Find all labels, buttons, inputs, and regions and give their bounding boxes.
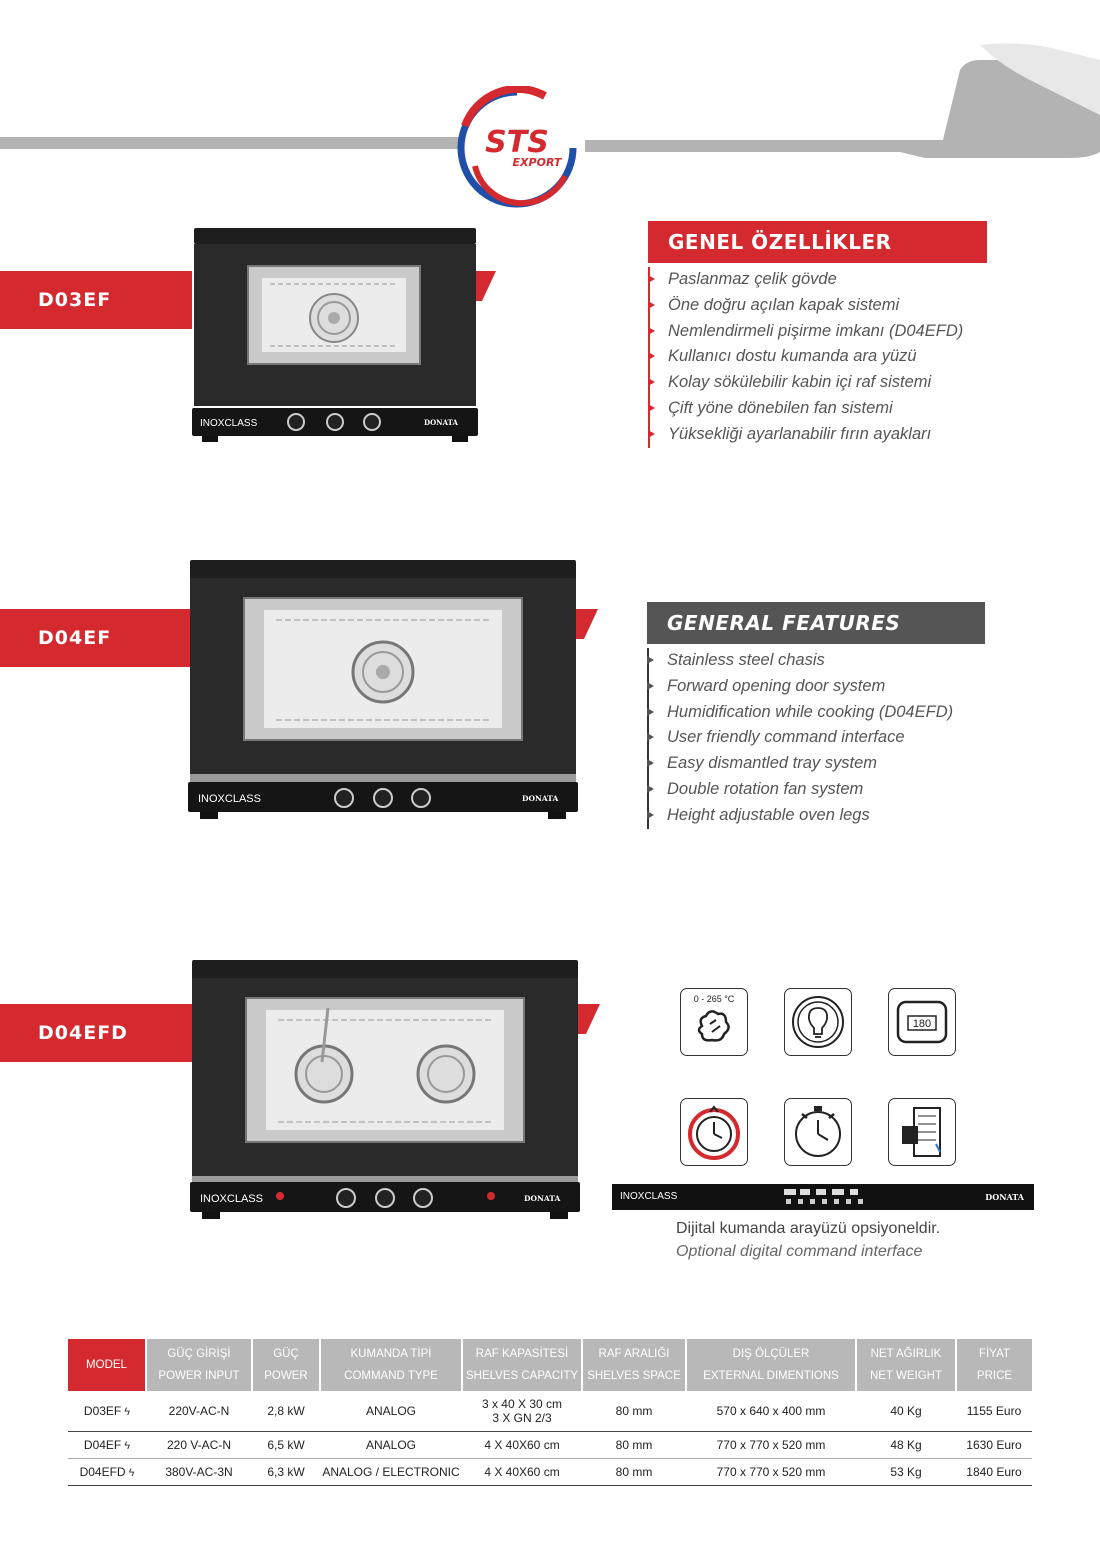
electric-icon: ϟ bbox=[124, 1440, 131, 1452]
header-swoosh bbox=[900, 43, 1100, 158]
manual-timer-icon bbox=[680, 1098, 748, 1166]
features-en-title: GENERAL FEATURES bbox=[647, 602, 985, 644]
feature-en-item: User friendly command interface bbox=[647, 725, 989, 751]
tag-slant-d03ef bbox=[474, 271, 496, 301]
oven-d04ef: INOXCLASS DONATA bbox=[188, 560, 578, 819]
tag-slant-d04efd bbox=[578, 1004, 600, 1034]
electric-icon: ϟ bbox=[124, 1406, 131, 1418]
feature-en-item: Height adjustable oven legs bbox=[647, 803, 989, 829]
feature-en-item: Easy dismantled tray system bbox=[647, 751, 989, 777]
feature-tr-item: Kolay sökülebilir kabin içi raf sistemi bbox=[648, 370, 990, 396]
features-tr-list: Paslanmaz çelik gövde Öne doğru açılan k… bbox=[648, 267, 990, 448]
tag-slant-d04ef bbox=[576, 609, 598, 639]
header-bar-right bbox=[585, 140, 945, 152]
sts-export-logo: STS EXPORT bbox=[457, 86, 577, 208]
digital-panel-brand: INOXCLASS bbox=[620, 1191, 678, 1202]
feature-en-item: Humidification while cooking (D04EFD) bbox=[647, 700, 989, 726]
features-en-list: Stainless steel chasis Forward opening d… bbox=[647, 648, 989, 829]
timer-display-value: 180 bbox=[913, 1018, 931, 1030]
model-tag-d04ef: D04EF bbox=[0, 609, 192, 667]
digital-panel-caption-tr: Dijital kumanda arayüzü opsiyoneldir. bbox=[676, 1220, 941, 1237]
temperature-range-label: 0 - 265 °C bbox=[694, 994, 735, 1004]
electric-icon: ϟ bbox=[128, 1467, 135, 1479]
logo-text-export: EXPORT bbox=[513, 156, 563, 169]
temperature-range-icon: 0 - 265 °C bbox=[680, 988, 748, 1056]
feature-tr-item: Öne doğru açılan kapak sistemi bbox=[648, 293, 990, 319]
feature-en-item: Forward opening door system bbox=[647, 674, 989, 700]
panel-maker-d04efd: DONATA bbox=[524, 1194, 560, 1203]
panel-brand-d03ef: INOXCLASS bbox=[200, 418, 258, 429]
door-handle-icon bbox=[888, 1098, 956, 1166]
digital-command-panel: INOXCLASS DONATA bbox=[612, 1184, 1034, 1210]
feature-tr-item: Nemlendirmeli pişirme imkanı (D04EFD) bbox=[648, 319, 990, 345]
feature-tr-item: Kullanıcı dostu kumanda ara yüzü bbox=[648, 344, 990, 370]
feature-en-item: Stainless steel chasis bbox=[647, 648, 989, 674]
digital-panel-caption-en: Optional digital command interface bbox=[676, 1243, 923, 1260]
panel-brand-d04efd: INOXCLASS bbox=[200, 1193, 263, 1205]
oven-d04efd: INOXCLASS DONATA bbox=[190, 960, 580, 1219]
header-bar-left bbox=[0, 137, 462, 149]
feature-en-item: Double rotation fan system bbox=[647, 777, 989, 803]
clock-icon bbox=[784, 1098, 852, 1166]
digital-display-icons bbox=[784, 1189, 863, 1204]
feature-tr-item: Çift yöne dönebilen fan sistemi bbox=[648, 396, 990, 422]
lamp-icon bbox=[784, 988, 852, 1056]
model-tag-d03ef: D03EF bbox=[0, 271, 192, 329]
oven-d03ef: INOXCLASS DONATA bbox=[192, 228, 478, 442]
timer-display-icon: 180 bbox=[888, 988, 956, 1056]
model-tag-d04efd: D04EFD bbox=[0, 1004, 192, 1062]
panel-brand-d04ef: INOXCLASS bbox=[198, 793, 261, 805]
features-tr-title: GENEL ÖZELLİKLER bbox=[648, 221, 987, 263]
panel-maker-d04ef: DONATA bbox=[522, 794, 558, 803]
panel-maker-d03ef: DONATA bbox=[424, 418, 458, 427]
feature-tr-item: Paslanmaz çelik gövde bbox=[648, 267, 990, 293]
th-model: MODEL bbox=[68, 1339, 147, 1391]
digital-panel-maker: DONATA bbox=[985, 1192, 1024, 1202]
logo-text-sts: STS bbox=[485, 125, 549, 160]
feature-tr-item: Yüksekliği ayarlanabilir fırın ayakları bbox=[648, 422, 990, 448]
